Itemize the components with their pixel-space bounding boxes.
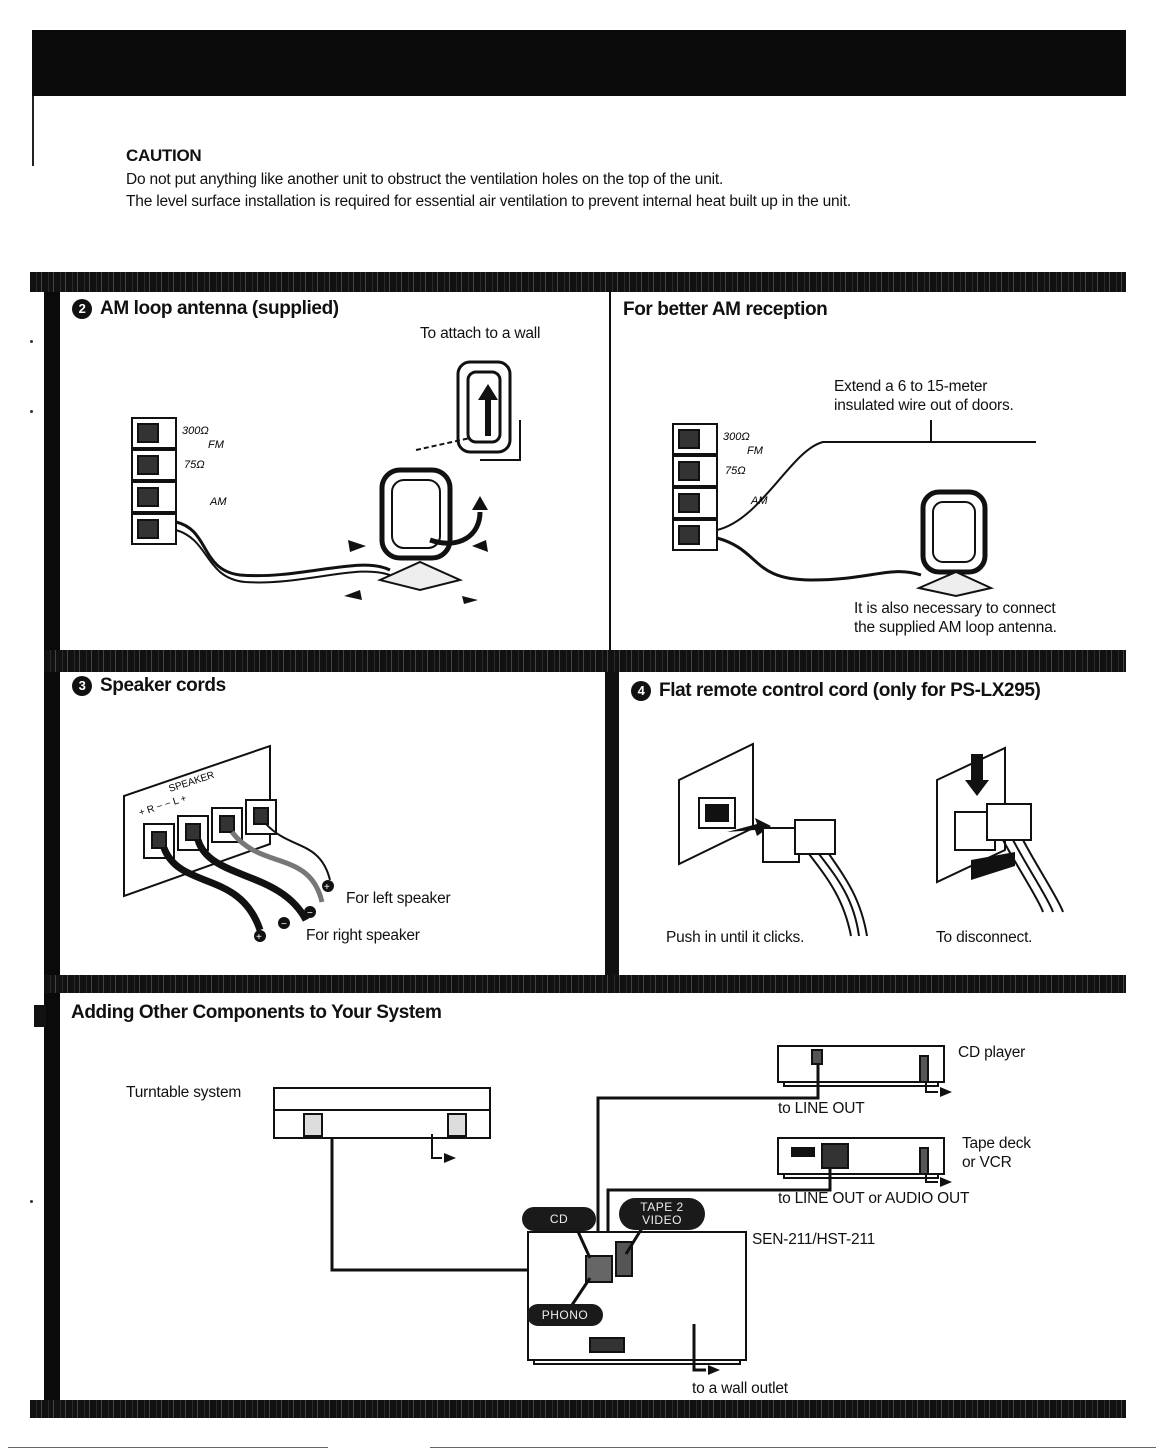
svg-text:AM: AM: [209, 496, 227, 508]
am-antenna-title: AM loop antenna (supplied): [100, 298, 339, 319]
caution-text-line1: Do not put anything like another unit to…: [126, 171, 724, 188]
phono-cable: [330, 1138, 584, 1272]
loop-note-line2: the supplied AM loop antenna.: [854, 619, 1057, 636]
svg-text:FM: FM: [208, 439, 225, 451]
step-badge: 2: [72, 299, 92, 319]
wall-outlet-label: to a wall outlet: [692, 1380, 788, 1397]
cd-player-unit: [777, 1045, 945, 1087]
caution-text-line2: The level surface installation is requir…: [126, 193, 851, 210]
cd-player-label: CD player: [958, 1044, 1026, 1061]
divider-vertical-top: [609, 292, 611, 650]
left-speaker-cord: [229, 830, 325, 903]
am-reception-diagram: 300Ω FM 75Ω AM: [672, 420, 1036, 598]
svg-text:−: −: [307, 908, 313, 919]
cd-input-pill: CD: [522, 1207, 596, 1231]
pill-video-label: VIDEO: [642, 1213, 682, 1227]
bottom-rule-right: [430, 1447, 1156, 1448]
step-badge: 3: [72, 676, 92, 696]
push-in-label: Push in until it clicks.: [666, 929, 805, 946]
svg-text:300Ω: 300Ω: [723, 431, 750, 443]
am-reception-title: For better AM reception: [623, 299, 828, 320]
margin-mark: [30, 340, 33, 343]
tape-cable: [606, 1168, 832, 1266]
pill-tape-label: TAPE 2: [640, 1200, 684, 1214]
bottom-rule-left: [8, 1447, 328, 1448]
divider-band-middle: [44, 650, 1126, 672]
caution-title: CAUTION: [126, 146, 202, 165]
frame-bottom-band: [30, 1400, 1126, 1418]
turntable-unit: [273, 1087, 491, 1139]
frame-top-band: [30, 272, 1126, 292]
term-label: 300Ω: [182, 425, 209, 437]
svg-text:75Ω: 75Ω: [184, 459, 205, 471]
svg-text:75Ω: 75Ω: [725, 465, 746, 477]
tape-deck-unit: [777, 1137, 945, 1179]
remote-title: Flat remote control cord (only for PS-LX…: [659, 680, 1041, 701]
remote-cord-diagram: [678, 742, 1064, 937]
speaker-heading: 3 Speaker cords: [72, 675, 226, 697]
speaker-terminals: [143, 799, 277, 859]
antenna-lead-wire: [175, 520, 391, 578]
outdoor-wire: [716, 441, 1036, 531]
power-cord: [692, 1324, 706, 1372]
am-loop-antenna: [376, 467, 464, 592]
right-speaker-label: For right speaker: [306, 927, 420, 944]
amplifier-unit: [527, 1231, 747, 1365]
phono-input-pill: PHONO: [527, 1304, 603, 1326]
am-antenna-diagram: 300Ω FM 75Ω AM: [131, 360, 521, 604]
antenna-terminal-block: [672, 423, 718, 551]
step-badge: 4: [631, 681, 651, 701]
svg-text:−: −: [281, 919, 287, 930]
components-title: Adding Other Components to Your System: [71, 1002, 442, 1023]
svg-text:+: +: [324, 882, 330, 893]
frame-left-border: [44, 272, 60, 1418]
components-diagram: [273, 1045, 952, 1375]
rotate-arrow: [429, 511, 483, 546]
model-label: SEN-211/HST-211: [752, 1231, 876, 1248]
wall-mount-antenna: [456, 360, 521, 461]
section-marker: [34, 1005, 46, 1027]
wire-note-line1: Extend a 6 to 15-meter: [834, 378, 988, 395]
speaker-diagram: SPEAKER + R − − L + + − − +: [123, 744, 334, 943]
cd-cable: [596, 1064, 820, 1266]
tape-deck-label: Tape deck: [962, 1135, 1031, 1152]
antenna-terminal-block: [131, 417, 177, 545]
tape-video-input-pill: TAPE 2 VIDEO: [619, 1198, 705, 1230]
divider-vertical-middle: [605, 672, 619, 980]
svg-text:FM: FM: [747, 445, 764, 457]
disconnect-label: To disconnect.: [936, 929, 1033, 946]
divider-band-lower: [44, 975, 1126, 993]
remote-heading: 4 Flat remote control cord (only for PS-L…: [631, 680, 1041, 702]
tape-vcr-label: or VCR: [962, 1154, 1012, 1171]
flat-cord-plug: [762, 819, 836, 863]
am-loop-antenna: [915, 489, 995, 598]
wall-attach-label: To attach to a wall: [420, 325, 541, 342]
loop-note-line1: It is also necessary to connect: [854, 600, 1056, 617]
push-arrow: [727, 818, 771, 836]
to-line-audio-out-label: to LINE OUT or AUDIO OUT: [778, 1190, 970, 1207]
margin-mark: [30, 410, 33, 413]
speaker-title: Speaker cords: [100, 675, 226, 696]
header-bar: [32, 30, 1126, 96]
svg-text:AM: AM: [750, 495, 768, 507]
right-speaker-cord: [160, 846, 264, 932]
left-speaker-label: For left speaker: [346, 890, 451, 907]
to-line-out-label: to LINE OUT: [778, 1100, 865, 1117]
wire-note-line2: insulated wire out of doors.: [834, 397, 1014, 414]
am-antenna-heading: 2 AM loop antenna (supplied): [72, 298, 339, 320]
margin-mark: [30, 1200, 33, 1203]
svg-text:+: +: [256, 932, 262, 943]
pull-arrow: [971, 852, 1015, 880]
turntable-label: Turntable system: [126, 1084, 242, 1101]
press-arrow: [965, 780, 989, 796]
left-margin-rule: [32, 96, 34, 166]
